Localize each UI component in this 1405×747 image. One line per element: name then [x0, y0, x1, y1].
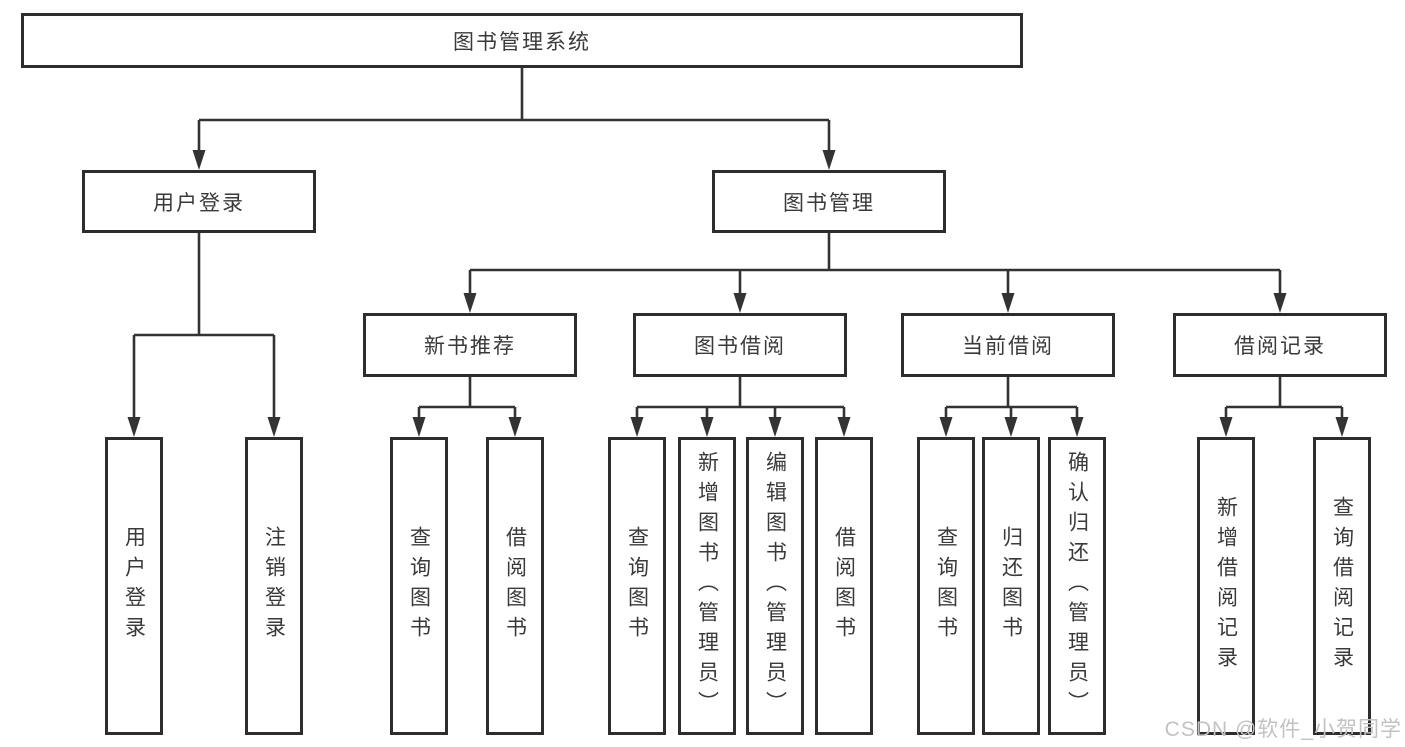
node-label: 借阅记录 — [1234, 335, 1326, 358]
leaf-label: 确认归还（管理员） — [1065, 451, 1089, 721]
leaf-label: 借阅图书 — [832, 526, 856, 646]
leaf-label: 用户登录 — [122, 526, 146, 646]
node-user-login: 用户登录 — [82, 170, 316, 233]
leaf-label: 归还图书 — [999, 526, 1023, 646]
leaf-label: 编辑图书（管理员） — [763, 451, 787, 721]
node-label: 新书推荐 — [424, 335, 516, 358]
leaf-logout: 注销登录 — [245, 437, 303, 735]
leaf-query-borrow-record: 查询借阅记录 — [1313, 437, 1371, 735]
leaf-add-borrow-record: 新增借阅记录 — [1197, 437, 1255, 735]
leaf-query-books-current: 查询图书 — [917, 437, 975, 735]
leaf-user-login: 用户登录 — [105, 437, 163, 735]
leaf-label: 查询图书 — [407, 526, 431, 646]
leaf-label: 查询借阅记录 — [1330, 496, 1354, 676]
leaf-borrow-books: 借阅图书 — [815, 437, 873, 735]
leaf-return-books: 归还图书 — [982, 437, 1040, 735]
csdn-watermark: CSDN @软件_小贺同学 — [1164, 718, 1402, 741]
leaf-label: 注销登录 — [262, 526, 286, 646]
leaf-label: 查询图书 — [625, 526, 649, 646]
node-new-book-recommendation: 新书推荐 — [363, 313, 577, 377]
leaf-confirm-return-admin: 确认归还（管理员） — [1048, 437, 1106, 735]
leaf-edit-books-admin: 编辑图书（管理员） — [746, 437, 804, 735]
node-label: 图书管理系统 — [453, 30, 591, 54]
node-book-borrowing: 图书借阅 — [633, 313, 847, 377]
node-label: 当前借阅 — [962, 335, 1054, 358]
leaf-label: 新增图书（管理员） — [695, 451, 719, 721]
leaf-label: 借阅图书 — [503, 526, 527, 646]
node-current-borrowing: 当前借阅 — [901, 313, 1115, 377]
arrowhead-icons — [127, 150, 1349, 437]
node-book-management: 图书管理 — [712, 170, 946, 233]
node-label: 图书管理 — [783, 191, 875, 215]
leaf-label: 查询图书 — [934, 526, 958, 646]
node-label: 图书借阅 — [694, 335, 786, 358]
node-label: 用户登录 — [153, 191, 245, 215]
leaf-query-books-recommend: 查询图书 — [390, 437, 448, 735]
leaf-borrow-books-recommend: 借阅图书 — [486, 437, 544, 735]
node-library-management-system: 图书管理系统 — [21, 13, 1023, 68]
leaf-label: 新增借阅记录 — [1214, 496, 1238, 676]
node-borrowing-records: 借阅记录 — [1173, 313, 1387, 377]
leaf-query-books-borrowing: 查询图书 — [608, 437, 666, 735]
leaf-add-books-admin: 新增图书（管理员） — [678, 437, 736, 735]
